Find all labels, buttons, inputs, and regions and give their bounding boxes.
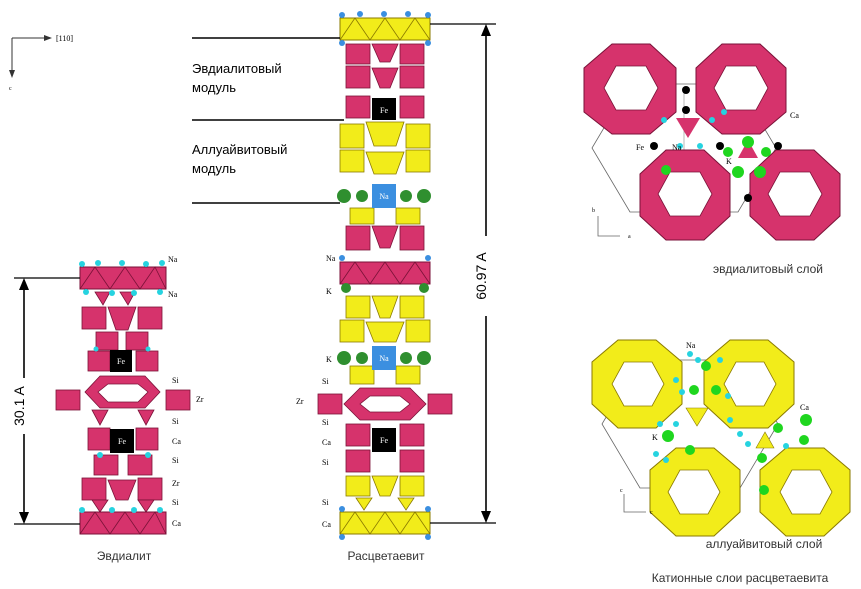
ras-na-label-2: Na xyxy=(379,354,389,363)
top-label-ca: Ca xyxy=(790,111,799,120)
module-eudialyte-line1: Эвдиалитовый xyxy=(192,61,282,76)
ras-label-k-1: K xyxy=(326,287,332,296)
rastsvetaevite-dimension-label: 60.97 A xyxy=(473,252,489,300)
ras-label-zr: Zr xyxy=(296,397,304,406)
rastsvetaevite-caption: Расцветаевит xyxy=(348,549,425,563)
rastsvetaevite-dimension: 60.97 A xyxy=(430,23,496,524)
eudialyte-dimension: 30.1 A xyxy=(11,277,80,525)
ras-label-si-3: Si xyxy=(322,458,329,467)
eud-label-si-3: Si xyxy=(172,456,179,465)
ras-na-site-2 xyxy=(372,346,396,370)
top-axis-a: a xyxy=(628,234,631,240)
ras-na-label-1: Na xyxy=(379,192,389,201)
eudialyte-layer-diagram: Ca Fe Na K b a xyxy=(583,43,841,241)
alluaivite-layer-diagram: Na Ca K c c xyxy=(591,339,851,537)
top-label-fe: Fe xyxy=(636,143,644,152)
eud-label-si-4: Si xyxy=(172,498,179,507)
ras-label-na: Na xyxy=(326,254,336,263)
eud-label-si-1: Si xyxy=(172,376,179,385)
eudialyte-dimension-label: 30.1 A xyxy=(11,385,27,425)
top-label-na: Na xyxy=(672,143,682,152)
eud-label-zr-1: Zr xyxy=(196,395,204,404)
fe-site-1 xyxy=(110,350,132,372)
module-eudialyte-line2: модуль xyxy=(192,80,236,95)
fe-site-2 xyxy=(110,429,134,453)
eud-label-si-2: Si xyxy=(172,417,179,426)
bottom-label-k: K xyxy=(652,433,658,442)
ras-fe-label-1: Fe xyxy=(380,106,388,115)
eud-label-ca-1: Ca xyxy=(172,437,181,446)
module-alluaivite-line2: модуль xyxy=(192,161,236,176)
layers-title: Катионные слои расцветаевита xyxy=(652,571,829,585)
ras-label-si-4: Si xyxy=(322,498,329,507)
ras-label-ca-1: Ca xyxy=(322,438,331,447)
eud-label-na-1: Na xyxy=(168,255,178,264)
module-alluaivite-line1: Аллуайвитовый xyxy=(192,142,287,157)
eudialyte-layer-caption: эвдиалитовый слой xyxy=(713,262,823,276)
ras-label-si-2: Si xyxy=(322,418,329,427)
eud-label-zr-2: Zr xyxy=(172,479,180,488)
axis-c-label: c xyxy=(9,86,12,92)
top-label-k: K xyxy=(726,157,732,166)
eud-label-na-2: Na xyxy=(168,290,178,299)
rastsvetaevite-structure: Fe Fe Na Na Na K K Si Zr Si Ca Si Si xyxy=(296,11,453,540)
ras-na-site-1 xyxy=(372,184,396,208)
eudialyte-caption: Эвдиалит xyxy=(97,549,152,563)
eud-label-ca-2: Ca xyxy=(172,519,181,528)
ras-fe-label-2: Fe xyxy=(380,436,388,445)
bottom-label-na: Na xyxy=(686,341,696,350)
fe-label-2: Fe xyxy=(118,437,126,446)
bottom-label-ca: Ca xyxy=(800,403,809,412)
alluaivite-layer-caption: аллуайвитовый слой xyxy=(706,537,823,551)
eudialyte-structure: Fe Fe Na Na Si Zr Si Ca Si Zr Si Ca xyxy=(55,255,204,535)
bottom-axis-1: c xyxy=(620,488,623,494)
direction-label: [110] xyxy=(56,34,73,43)
orientation-marker: [110] c xyxy=(9,34,73,92)
bottom-axis-2: c xyxy=(650,510,653,516)
ras-label-ca-2: Ca xyxy=(322,520,331,529)
ras-fe-site-2 xyxy=(372,428,396,452)
ras-label-k-2: K xyxy=(326,355,332,364)
ras-label-si-1: Si xyxy=(322,377,329,386)
top-axis-b: b xyxy=(592,208,595,214)
fe-label-1: Fe xyxy=(117,357,125,366)
module-annotations: Эвдиалитовый модуль Аллуайвитовый модуль xyxy=(192,37,344,204)
ras-fe-site-1 xyxy=(372,98,396,120)
